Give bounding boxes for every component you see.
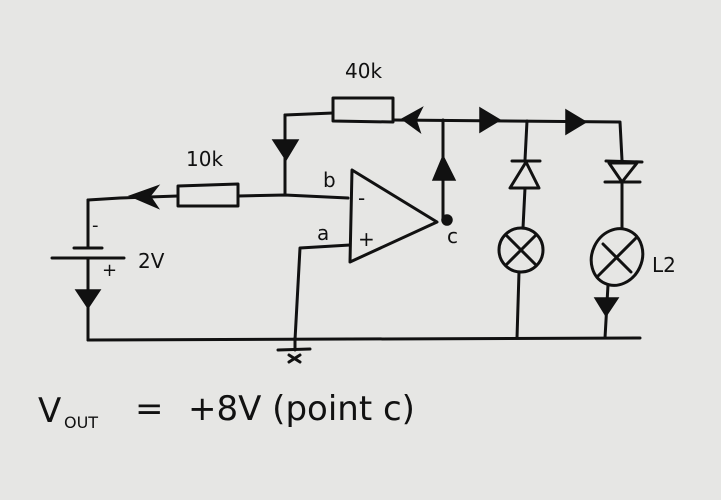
resistor-10k	[176, 182, 240, 208]
lamp-1-symbol	[497, 226, 545, 274]
diode-1-symbol	[508, 159, 542, 190]
battery-neg-sign: -	[92, 215, 99, 236]
output-equation: V OUT = +8V (point c)	[38, 389, 415, 432]
arrow-right-icon	[565, 108, 588, 136]
equation-rhs: +8V (point c)	[188, 389, 415, 429]
battery-pos-sign: +	[102, 260, 117, 281]
equation-operator: =	[135, 389, 164, 429]
opamp-inverting-sign: -	[358, 186, 365, 210]
feedback-left-top-wire	[283, 111, 335, 117]
lamp-2-symbol	[589, 227, 645, 287]
equation-lhs-subscript: OUT	[64, 413, 98, 432]
noninverting-input-wire	[293, 243, 352, 342]
arrow-left-icon	[400, 106, 424, 134]
ground-rail-wire	[86, 336, 642, 342]
top-wire	[391, 118, 624, 162]
lamp-2-label-text: L2	[652, 253, 676, 277]
lamp-2-label: L2	[652, 253, 676, 277]
diode-2-symbol	[603, 159, 644, 184]
opamp-noninverting-sign: +	[358, 227, 375, 251]
equation-lhs: V	[38, 391, 61, 431]
node-c-dot	[441, 214, 453, 226]
lamp1-mid-wire	[521, 186, 527, 230]
arrow-down-icon	[74, 289, 102, 310]
battery-label: 2V	[138, 249, 165, 273]
resistor-40k	[331, 96, 395, 124]
resistor-40k-label: 40k	[345, 59, 382, 83]
battery-top-to-diode-wire	[86, 194, 180, 202]
arrow-right-icon	[479, 106, 502, 134]
arrow-down-icon	[593, 297, 620, 318]
lamp1-top-wire	[523, 119, 529, 162]
arrow-up-icon	[431, 154, 457, 181]
node-c-label: c	[447, 224, 458, 248]
node-b-label: b	[323, 168, 336, 192]
resistor-10k-to-b-wire	[236, 193, 350, 200]
opamp	[348, 168, 439, 264]
lamp1-bottom-wire	[515, 270, 521, 340]
arrow-down-icon	[271, 139, 300, 162]
node-a-label: a	[317, 221, 329, 245]
arrow-left-icon	[127, 184, 161, 210]
resistor-10k-label: 10k	[186, 147, 223, 171]
